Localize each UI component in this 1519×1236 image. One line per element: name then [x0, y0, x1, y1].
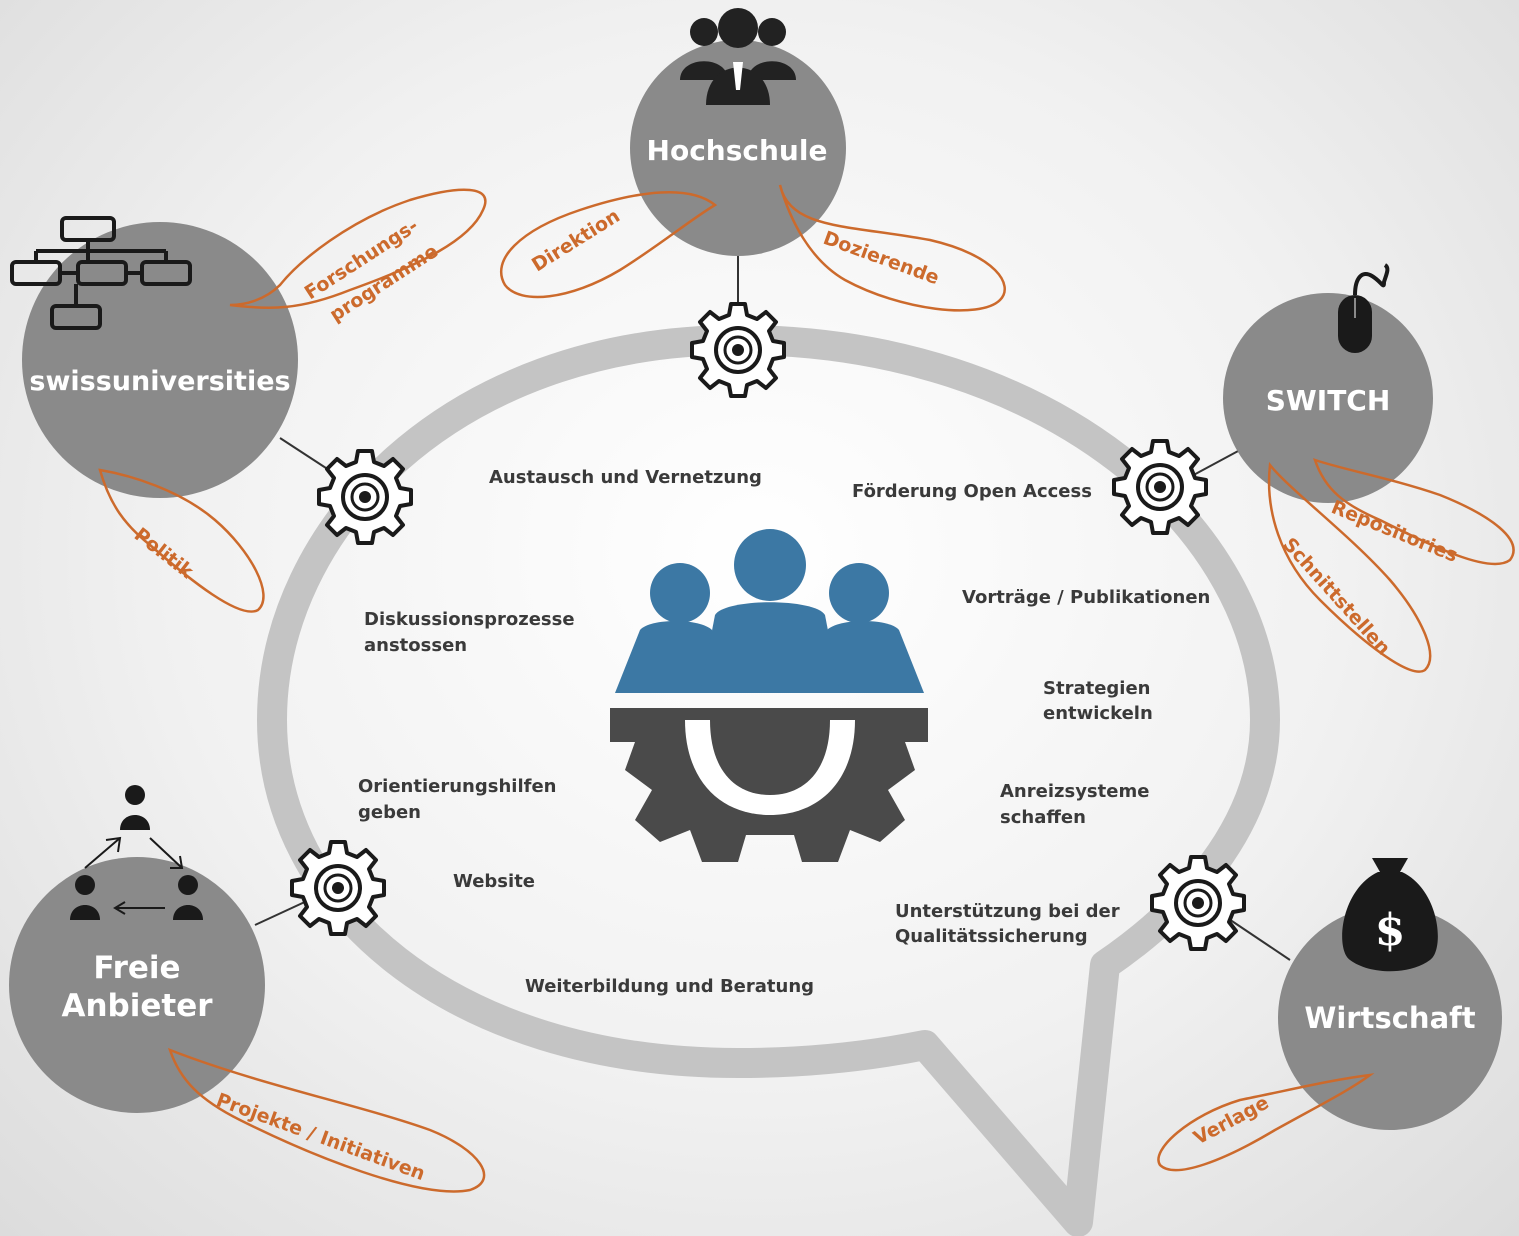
callout-bubble: [229, 188, 487, 310]
node-hochschule: [630, 40, 846, 256]
topic-orientierung: geben: [358, 802, 421, 823]
network-people-icon: [70, 785, 203, 920]
gear-icon: [1112, 439, 1208, 535]
callout-bubble: [1157, 1073, 1375, 1172]
topic-diskussion: anstossen: [364, 635, 467, 656]
topic-anreiz: Anreizsysteme: [1000, 781, 1149, 802]
topic-diskussion: Diskussionsprozesse: [364, 609, 575, 630]
speech-bubble-ring: [257, 325, 1280, 1236]
tag-schnittstellen: Schnittstellen: [1278, 534, 1394, 660]
callout-bubble: [1267, 461, 1432, 673]
node-label: Hochschule: [647, 134, 828, 167]
svg-text:$: $: [1375, 905, 1406, 956]
node-freie-anbieter: [9, 857, 265, 1113]
topic-unterstuetzung: Qualitätssicherung: [895, 926, 1088, 947]
gear-icon: [1150, 855, 1246, 951]
tag-politik: Politik: [130, 524, 198, 584]
node-label: Wirtschaft: [1304, 1001, 1475, 1035]
computer-mouse-icon: [1338, 263, 1390, 353]
callout-bubble: [98, 468, 265, 613]
callout-bubble: [167, 1047, 486, 1193]
node-switch: [1223, 293, 1433, 503]
node-label: Freie: [93, 950, 180, 986]
topic-austausch: Austausch und Vernetzung: [489, 467, 762, 488]
callout-bubble: [499, 191, 718, 299]
tag-dozierende: Dozierende: [820, 227, 942, 289]
topic-weiterbildung: Weiterbildung und Beratung: [525, 976, 814, 997]
callout-bubble: [1313, 458, 1515, 566]
people-group-icon: [680, 8, 796, 105]
node-swissuniversities: [22, 222, 298, 498]
callout-bubble: [778, 184, 1006, 312]
node-label: Anbieter: [61, 988, 213, 1024]
org-chart-icon: [10, 216, 192, 330]
node-wirtschaft: [1278, 906, 1502, 1130]
topic-vortraege: Vorträge / Publikationen: [962, 587, 1210, 608]
tag-verlage: Verlage: [1190, 1092, 1273, 1150]
topic-foerderung: Förderung Open Access: [852, 481, 1092, 502]
topic-orientierung: Orientierungshilfen: [358, 776, 556, 797]
topic-website: Website: [453, 871, 535, 892]
team-gear-icon: [610, 529, 928, 862]
money-bag-icon: $: [1342, 858, 1438, 972]
node-label: SWITCH: [1266, 384, 1391, 417]
tag-repositories: Repositories: [1328, 496, 1461, 567]
topic-unterstuetzung: Unterstützung bei der: [895, 901, 1120, 922]
topic-strategien: entwickeln: [1043, 703, 1153, 724]
topic-anreiz: schaffen: [1000, 807, 1086, 828]
gear-icon: [290, 840, 386, 936]
node-label: swissuniversities: [29, 366, 290, 397]
tag-projekte: Projekte / Initiativen: [213, 1089, 428, 1185]
topic-strategien: Strategien: [1043, 678, 1150, 699]
gear-icon: [690, 302, 786, 398]
gear-icon: [317, 449, 413, 545]
tag-direktion: Direktion: [528, 205, 624, 276]
